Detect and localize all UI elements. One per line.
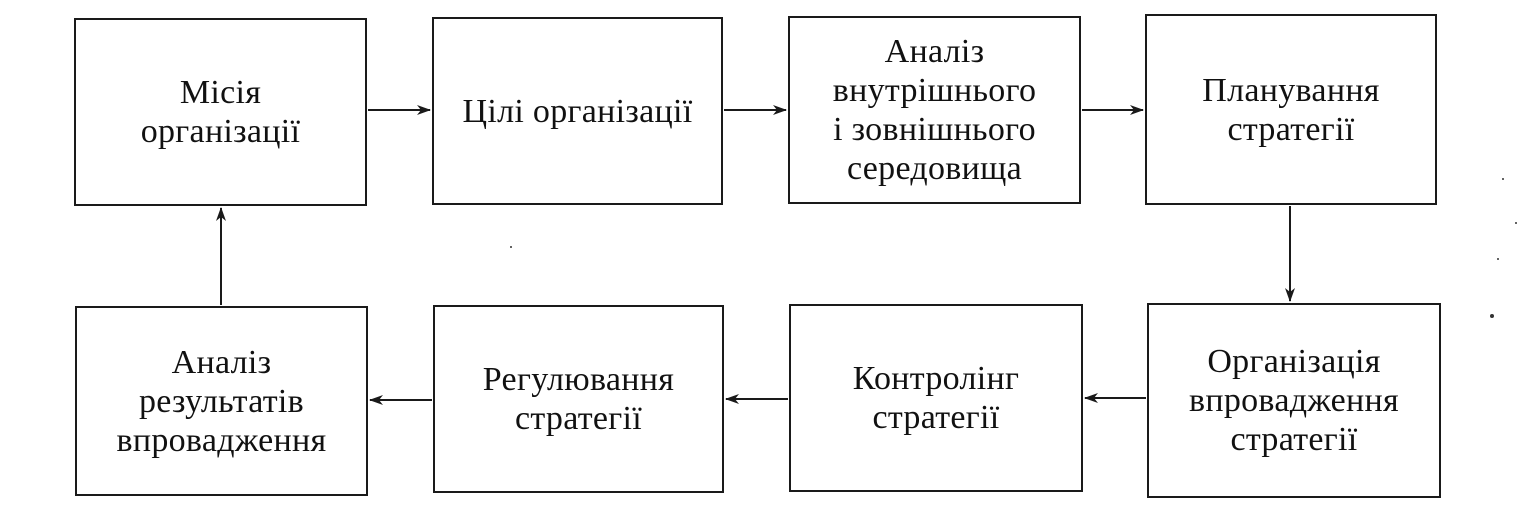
node-analysis-env-label: Аналіз внутрішнього і зовнішнього середо…: [832, 33, 1037, 187]
scan-speck: [1502, 178, 1504, 180]
node-results-label: Аналіз результатів впровадження: [116, 343, 327, 459]
scan-speck: [510, 246, 512, 248]
node-results: Аналіз результатів впровадження: [75, 306, 368, 496]
node-controlling: Контролінг стратегії: [789, 304, 1083, 492]
node-regulation-label: Регулювання стратегії: [482, 361, 675, 437]
node-goals: Цілі організації: [432, 17, 723, 205]
node-goals-label: Цілі організації: [462, 92, 693, 130]
node-implementation-label: Організація впровадження стратегії: [1188, 343, 1399, 458]
node-planning: Планування стратегії: [1145, 14, 1437, 205]
node-analysis-env: Аналіз внутрішнього і зовнішнього середо…: [788, 16, 1081, 204]
scan-speck: [1490, 314, 1494, 318]
node-mission-label: Місія організації: [140, 74, 301, 150]
node-regulation: Регулювання стратегії: [433, 305, 724, 493]
scan-speck: [1497, 258, 1499, 260]
node-implementation: Організація впровадження стратегії: [1147, 303, 1441, 498]
scan-speck: [1515, 222, 1517, 224]
node-controlling-label: Контролінг стратегії: [852, 360, 1020, 436]
node-planning-label: Планування стратегії: [1202, 71, 1380, 148]
node-mission: Місія організації: [74, 18, 367, 206]
